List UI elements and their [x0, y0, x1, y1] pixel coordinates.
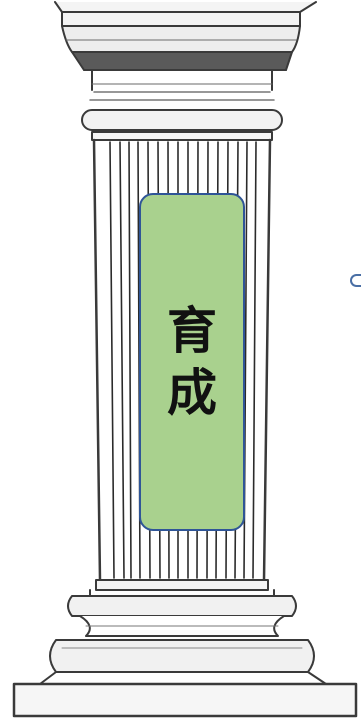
pillar-shaft [92, 138, 272, 582]
capital-echinus [61, 25, 301, 53]
label-box: 育 成 [139, 193, 245, 531]
capital-abacus [54, 1, 317, 27]
base-torus-lower [49, 639, 315, 673]
base-ring-top [95, 579, 269, 591]
side-marker-icon [350, 274, 361, 287]
base-torus-upper [67, 595, 297, 617]
capital-astragal [81, 109, 283, 131]
label-char-2: 成 [167, 364, 217, 422]
label-char-1: 育 [167, 302, 217, 360]
capital-shadow-band [71, 51, 293, 71]
base-plinth [12, 682, 358, 718]
